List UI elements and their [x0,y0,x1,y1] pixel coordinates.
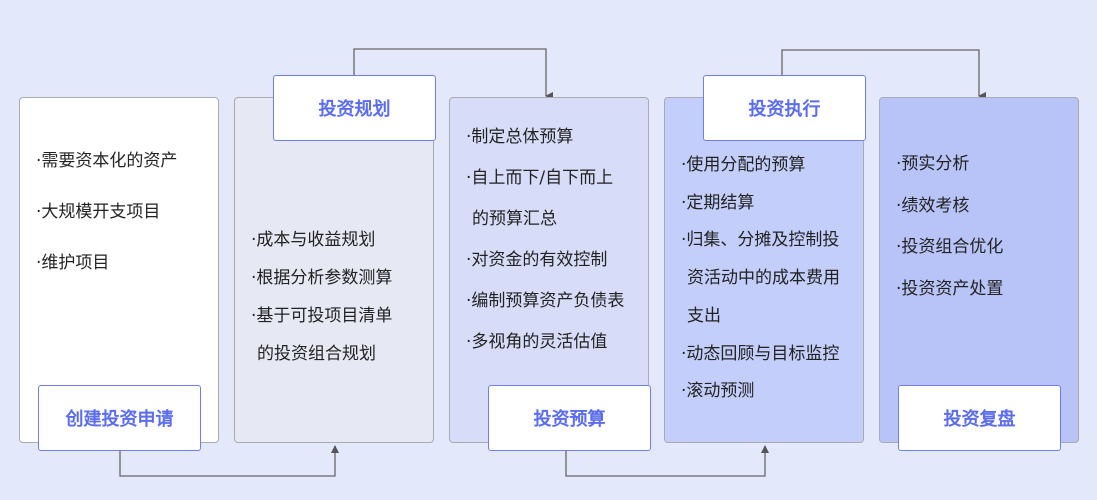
stage-item-text: 的投资组合规划 [257,344,376,364]
stage-label-1: 创建投资申请 [38,385,201,451]
stage-item-text: ·大规模开支项目 [36,202,161,222]
stage-item-text: ·动态回顾与目标监控 [681,343,840,364]
stage-item-text: ·需要资本化的资产 [36,151,178,171]
stage-item-text: ·投资组合优化 [896,237,1004,258]
stage-panel-2: ·成本与收益规划 ·根据分析参数测算 ·基于可投项目清单的投资组合规划 [234,97,434,443]
stage-label-4: 投资执行 [703,75,866,141]
stage-item-text: ·绩效考核 [896,195,970,216]
connector-1-2 [119,445,339,477]
stage-item-text: ·定期结算 [681,192,755,213]
stage-item-text: ·编制预算资产负债表 [466,291,625,311]
stage-item-text: ·制定总体预算 [466,127,574,147]
stage-item-text: ·投资资产处置 [896,279,1004,300]
stage-item-text: ·归集、分摊及控制投 [681,230,840,251]
stage-item-text: ·基于可投项目清单 [251,306,393,326]
stage-item-text: 的预算汇总 [472,209,557,229]
stage-label-2: 投资规划 [273,75,436,141]
stage-label-3: 投资预算 [488,385,651,451]
stage-panel-4: ·使用分配的预算 ·定期结算 ·归集、分摊及控制投资活动中的成本费用支出 ·动态回顾与… [664,97,864,443]
stage-item-text: ·根据分析参数测算 [251,268,393,288]
stage-panel-1: ·需要资本化的资产 ·大规模开支项目 ·维护项目 [19,97,219,443]
stage-item-text: ·自上而下/自下而上 [466,168,614,188]
connector-2-3 [353,48,553,100]
stage-item-text: ·滚动预测 [681,381,755,402]
connector-4-5 [781,49,986,100]
stage-label-5: 投资复盘 [898,385,1061,451]
stage-item-text: ·预实分析 [896,154,970,174]
stage-item-text: ·成本与收益规划 [251,230,376,250]
stage-item-text: 支出 [687,305,721,326]
stage-item-text: 资活动中的成本费用 [687,268,840,289]
stage-item-text: ·维护项目 [36,253,110,273]
stage-item-text: ·多视角的灵活估值 [466,332,608,352]
connector-3-4 [565,445,769,477]
stage-item-text: ·对资金的有效控制 [466,250,608,270]
stage-item-text: ·使用分配的预算 [681,155,806,175]
